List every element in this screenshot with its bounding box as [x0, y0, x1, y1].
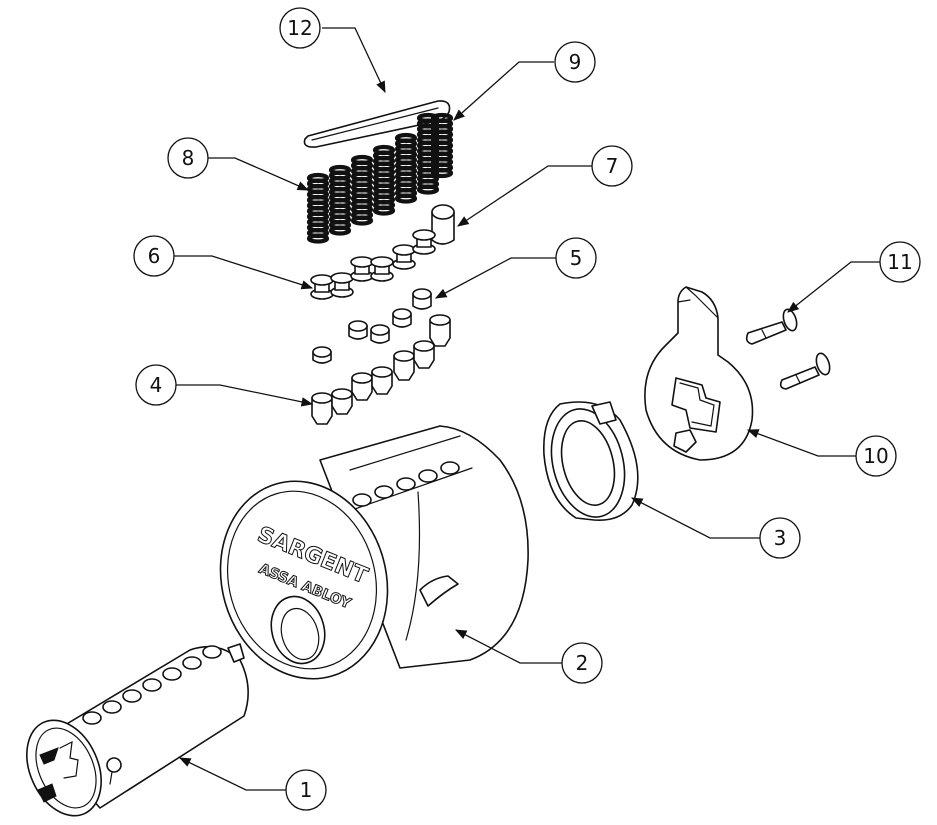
svg-text:7: 7 — [606, 154, 619, 178]
svg-text:1: 1 — [300, 778, 313, 802]
plug-hole — [142, 678, 162, 692]
plug-hole — [122, 689, 142, 703]
svg-text:6: 6 — [148, 244, 161, 268]
callout-11: 11 — [879, 241, 921, 283]
spring — [328, 164, 352, 236]
callout-7: 7 — [591, 145, 633, 187]
callout-4: 4 — [135, 364, 177, 406]
housing-hole — [374, 485, 394, 499]
part-3-retaining-ring — [543, 401, 639, 522]
plug-hole — [82, 711, 102, 725]
svg-text:11: 11 — [887, 250, 912, 274]
svg-text:4: 4 — [150, 373, 163, 397]
part-10-cam — [644, 286, 754, 461]
callout-8: 8 — [167, 137, 209, 179]
part-7-top-pin — [431, 204, 455, 245]
housing-hole — [396, 477, 416, 491]
driver-pin — [412, 229, 436, 255]
plug-hole — [102, 700, 122, 714]
spring — [306, 172, 330, 244]
driver-pin — [310, 274, 334, 300]
spring — [416, 112, 440, 195]
svg-text:2: 2 — [576, 651, 589, 675]
callout-9: 9 — [554, 41, 596, 83]
svg-text:9: 9 — [569, 50, 582, 74]
plug-pin-holes — [82, 645, 222, 725]
bottom-pin — [371, 366, 393, 395]
plug-hole — [182, 656, 202, 670]
driver-pin — [330, 272, 354, 298]
part-11-screws — [745, 308, 831, 390]
master-pin — [392, 308, 412, 328]
callout-12: 12 — [279, 7, 321, 49]
callout-6: 6 — [133, 235, 175, 277]
driver-pin — [370, 256, 394, 282]
master-pin — [312, 346, 332, 364]
bottom-pin — [413, 340, 435, 369]
part-8-9-springs — [306, 112, 454, 244]
housing-hole — [418, 469, 438, 483]
callouts: 12 9 8 7 6 5 11 4 — [133, 7, 921, 811]
part-1-plug — [26, 643, 249, 817]
svg-text:8: 8 — [182, 146, 195, 170]
svg-text:10: 10 — [863, 444, 888, 468]
bottom-pin — [311, 392, 333, 425]
spring — [350, 154, 374, 226]
part-4-5-6-pins — [310, 229, 451, 425]
bottom-pin — [393, 350, 415, 381]
callout-2: 2 — [561, 642, 603, 684]
housing-hole — [352, 493, 372, 507]
part-2-cylinder-housing: SARGENT ASSA ABLOY — [219, 425, 529, 680]
driver-pin — [392, 244, 416, 270]
plug-hole — [202, 645, 222, 659]
svg-text:5: 5 — [570, 246, 583, 270]
spring — [372, 144, 396, 216]
master-pin — [370, 324, 390, 344]
part-12-spring-cover — [303, 100, 451, 148]
driver-pin — [350, 256, 374, 282]
svg-text:12: 12 — [287, 16, 312, 40]
plug-hole — [162, 667, 182, 681]
callout-10: 10 — [855, 435, 897, 477]
callout-3: 3 — [759, 517, 801, 559]
bottom-pin — [429, 314, 451, 347]
spring — [394, 132, 418, 204]
bottom-pin — [331, 388, 353, 415]
callout-5: 5 — [555, 237, 597, 279]
housing-hole — [440, 461, 460, 475]
callout-1: 1 — [285, 769, 327, 811]
svg-text:3: 3 — [774, 526, 787, 550]
bottom-pin — [351, 372, 373, 401]
master-pin — [348, 320, 368, 340]
spring — [430, 112, 454, 179]
master-pin — [412, 288, 432, 310]
leader-lines — [174, 27, 880, 791]
